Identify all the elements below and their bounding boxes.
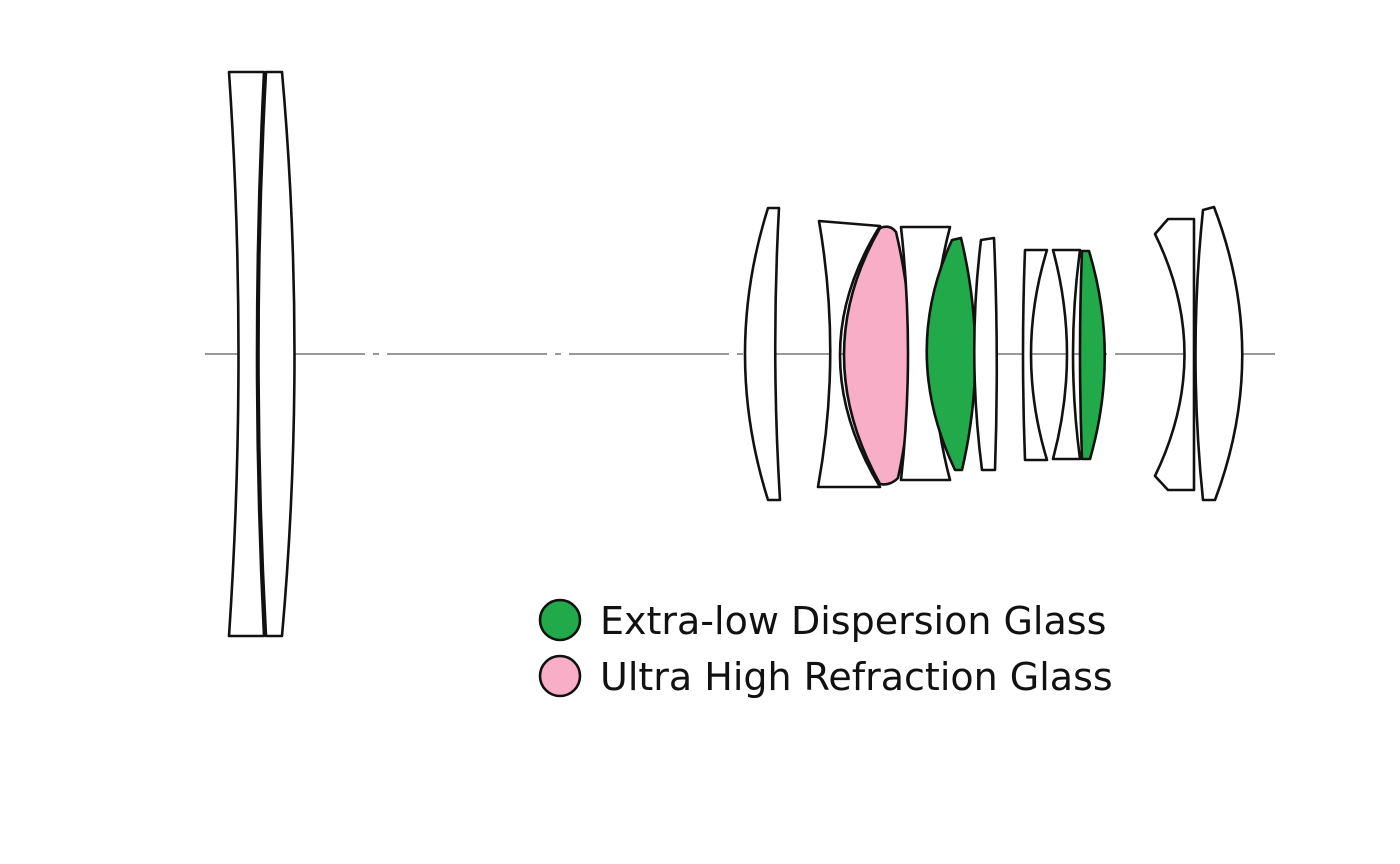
lens-element-3: [743, 206, 782, 502]
legend-label-ed: Extra-low Dispersion Glass: [600, 599, 1106, 643]
ed-glass-swatch-icon: [538, 598, 582, 642]
lens-element-11-ed: [1078, 249, 1107, 461]
lens-element-5-uhr: [842, 225, 913, 486]
lens-element-4: [816, 219, 882, 489]
uhr-glass-swatch-icon: [538, 654, 582, 698]
legend: Extra-low Dispersion Glass Ultra High Re…: [538, 598, 1113, 699]
lens-element-12: [1153, 217, 1196, 492]
legend-label-uhr: Ultra High Refraction Glass: [600, 655, 1113, 699]
legend-item-uhr: Ultra High Refraction Glass: [538, 654, 1113, 699]
lens-element-1: [227, 70, 266, 638]
lens-element-8: [972, 236, 999, 472]
lens-element-10: [1051, 248, 1082, 461]
lens-element-9: [1021, 248, 1049, 462]
lens-element-2: [257, 70, 296, 638]
legend-item-ed: Extra-low Dispersion Glass: [538, 598, 1106, 643]
lens-element-7-ed: [925, 236, 977, 472]
lens-element-13: [1194, 205, 1244, 502]
